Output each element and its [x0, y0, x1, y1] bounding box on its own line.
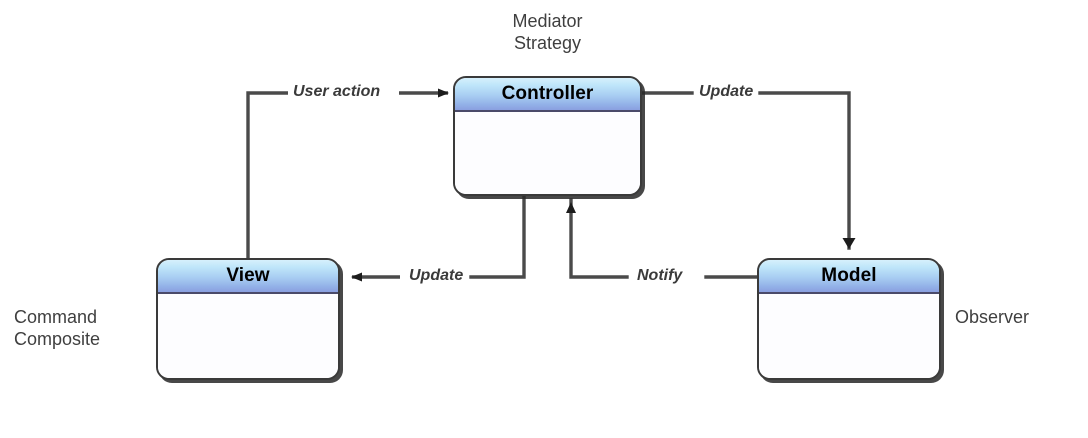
edge-model-to-controller — [566, 198, 759, 279]
edge-controller-to-model — [640, 91, 856, 250]
uml-box-model-title: Model — [759, 260, 939, 294]
annotation-observer: Observer — [955, 307, 1030, 327]
uml-box-controller-body — [455, 112, 640, 194]
uml-box-model[interactable]: Model — [757, 258, 941, 380]
uml-box-view-title: View — [158, 260, 338, 294]
edge-label-update-to-view: Update — [404, 267, 469, 285]
annotation-command-composite: Command Composite — [14, 307, 101, 349]
edge-label-user-action: User action — [288, 83, 386, 101]
edge-view-to-controller — [246, 88, 449, 274]
uml-box-view[interactable]: View — [156, 258, 340, 380]
uml-box-view-body — [158, 294, 338, 378]
edge-controller-to-view — [351, 194, 526, 282]
edge-label-update-to-model: Update — [694, 83, 759, 101]
uml-box-controller[interactable]: Controller — [453, 76, 642, 196]
uml-box-model-body — [759, 294, 939, 378]
edge-label-notify: Notify — [632, 267, 688, 285]
uml-box-controller-title: Controller — [455, 78, 640, 112]
annotation-mediator-strategy: Mediator Strategy — [512, 11, 583, 53]
